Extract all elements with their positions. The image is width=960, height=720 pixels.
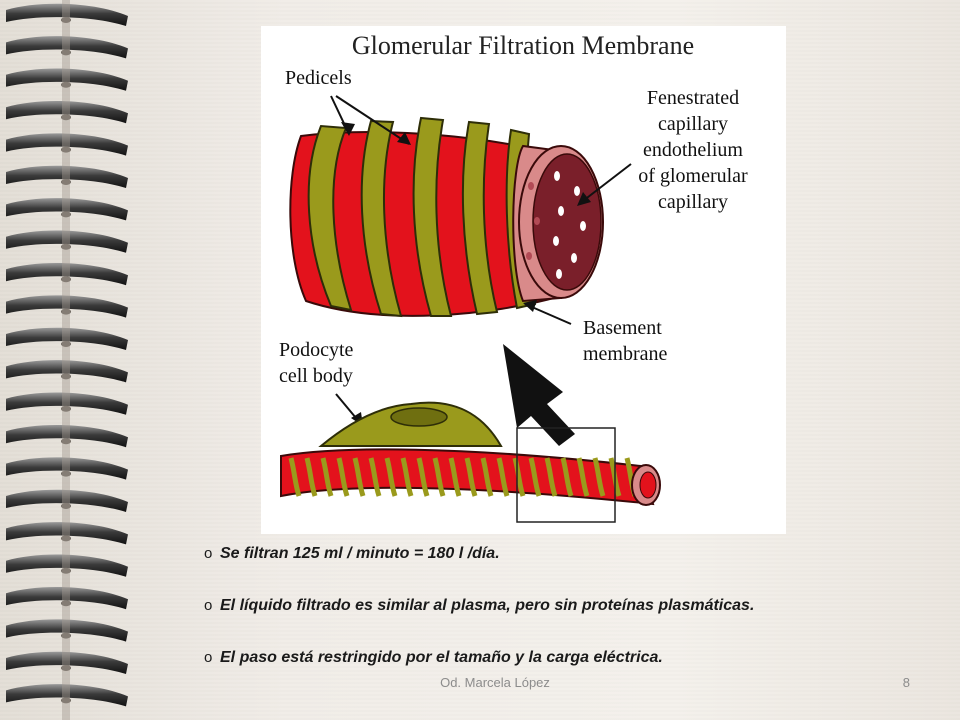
foot-process	[544, 457, 558, 497]
binding-hole	[61, 470, 71, 477]
binding-hole	[61, 146, 71, 153]
capillary-cross-section	[289, 116, 604, 318]
footer-author: Od. Marcela López	[440, 675, 550, 690]
binding-hole	[61, 697, 71, 704]
binding-hole	[61, 114, 71, 121]
podocyte-vessel-overview	[280, 401, 661, 523]
binding-hole	[61, 17, 71, 23]
foot-process	[304, 457, 318, 497]
spiral-ring	[6, 651, 128, 674]
foot-process	[592, 457, 606, 497]
spiral-binding	[6, 0, 128, 720]
glomerular-membrane-diagram: Glomerular Filtration Membrane	[261, 26, 786, 534]
spiral-ring	[6, 165, 128, 188]
foot-process	[336, 457, 350, 497]
label-podocyte-cell-body: Podocyte cell body	[279, 339, 354, 387]
binding-hole	[61, 632, 71, 639]
bullet-list: o Se filtran 125 ml / minuto = 180 l /dí…	[204, 540, 944, 696]
spiral-ring	[6, 100, 128, 124]
diagram-title: Glomerular Filtration Membrane	[352, 31, 694, 60]
spiral-ring	[6, 522, 128, 545]
binding-hole	[61, 276, 71, 283]
svg-text:capillary: capillary	[658, 113, 728, 135]
bullet-item: o El paso está restringido por el tamaño…	[204, 644, 944, 671]
bullet-item: o El líquido filtrado es similar al plas…	[204, 592, 944, 619]
spiral-ring	[6, 554, 128, 577]
binding-hole	[61, 81, 71, 88]
foot-process	[560, 457, 574, 497]
spiral-ring	[6, 619, 128, 642]
foot-process	[576, 457, 590, 497]
bullet-marker: o	[204, 597, 213, 614]
bullet-text: El líquido filtrado es similar al plasma…	[220, 597, 755, 614]
binding-hole	[61, 503, 71, 509]
binding-hole	[61, 438, 71, 445]
binding-hole	[61, 341, 71, 347]
label-basement-membrane: Basement membrane	[583, 317, 668, 365]
binding-hole	[61, 373, 71, 380]
foot-process	[448, 457, 462, 497]
foot-process	[432, 457, 446, 497]
spiral-ring	[6, 198, 128, 221]
spiral-ring	[6, 133, 128, 156]
spiral-ring	[6, 230, 128, 253]
foot-process	[464, 457, 478, 497]
binding-hole	[61, 211, 71, 218]
label-fenestrated-endothelium: Fenestrated capillary endothelium of glo…	[638, 87, 748, 213]
spiral-ring	[6, 68, 128, 91]
spiral-ring	[6, 424, 128, 448]
binding-hole	[61, 308, 71, 315]
page-number: 8	[902, 675, 910, 690]
zoom-box	[516, 427, 616, 523]
foot-process	[288, 457, 302, 497]
bullet-marker: o	[204, 545, 213, 562]
spiral-ring	[6, 586, 128, 610]
spiral-ring	[6, 3, 128, 26]
spiral-ring	[6, 327, 128, 350]
spiral-ring	[6, 295, 128, 318]
spiral-ring	[6, 36, 128, 59]
binding-hole	[61, 179, 71, 185]
spiral-ring	[6, 684, 128, 707]
svg-text:membrane: membrane	[583, 343, 668, 365]
spiral-ring	[6, 262, 128, 286]
binding-hole	[61, 567, 71, 574]
foot-process	[480, 457, 494, 497]
binding-hole	[61, 665, 71, 671]
binding-hole	[61, 600, 71, 607]
bullet-text: El paso está restringido por el tamaño y…	[220, 649, 663, 666]
spiral-ring	[6, 392, 128, 415]
spiral-ring	[6, 360, 128, 383]
label-pedicels: Pedicels	[285, 67, 352, 89]
svg-text:Basement: Basement	[583, 317, 662, 339]
binding-hole	[61, 243, 71, 250]
foot-process	[400, 457, 414, 497]
bullet-marker: o	[204, 649, 213, 666]
binding-hole	[61, 49, 71, 56]
foot-process	[320, 457, 334, 497]
foot-process	[416, 457, 430, 497]
svg-text:of glomerular: of glomerular	[638, 165, 748, 187]
foot-process	[512, 457, 526, 497]
foot-process	[496, 457, 510, 497]
foot-process	[368, 457, 382, 497]
svg-text:Podocyte: Podocyte	[279, 339, 354, 361]
svg-text:endothelium: endothelium	[643, 139, 743, 161]
binding-hole	[61, 535, 71, 542]
bullet-item: o Se filtran 125 ml / minuto = 180 l /dí…	[204, 540, 944, 567]
zoom-arrow	[503, 344, 575, 446]
foot-process	[352, 457, 366, 497]
svg-text:capillary: capillary	[658, 191, 728, 213]
binding-hole	[61, 405, 71, 412]
spiral-ring	[6, 457, 128, 480]
bullet-text: Se filtran 125 ml / minuto = 180 l /día.	[220, 545, 500, 562]
spiral-ring	[6, 489, 128, 512]
foot-process	[528, 457, 542, 497]
foot-process	[384, 457, 398, 497]
svg-text:Fenestrated: Fenestrated	[647, 87, 739, 109]
svg-text:cell body: cell body	[279, 365, 353, 387]
